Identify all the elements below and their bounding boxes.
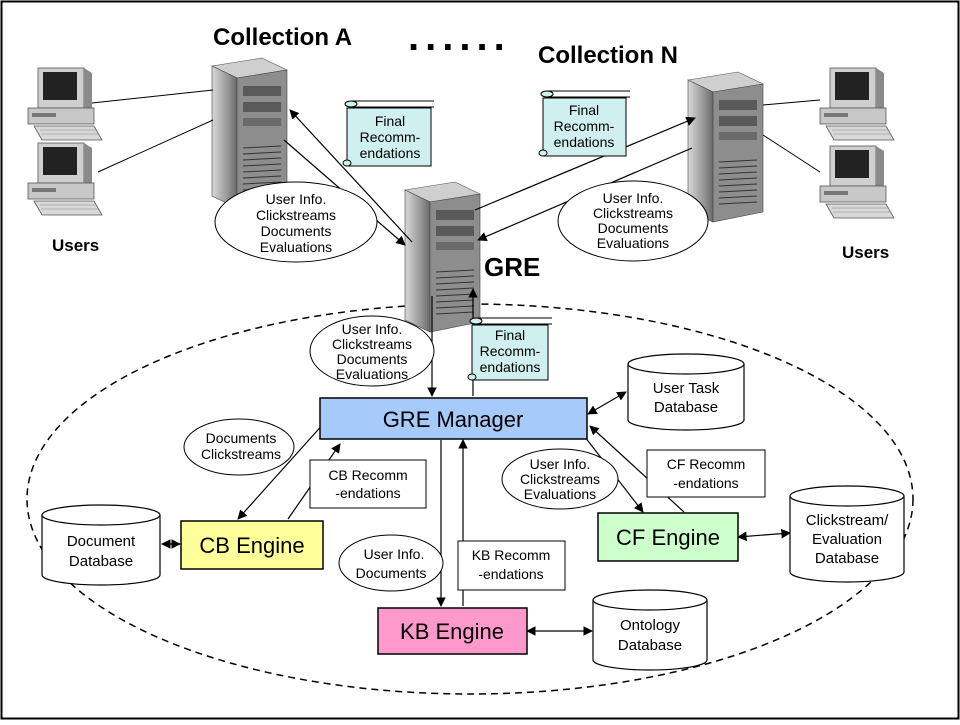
cf-engine: CF Engine	[597, 512, 739, 562]
gre-manager-label: GRE Manager	[383, 407, 524, 432]
scroll-line: Final	[375, 113, 405, 129]
oval-line: Evaluations	[260, 239, 332, 255]
oval-kb-input: User Info. Documents	[338, 534, 444, 592]
oval-right-top: User Info. Clickstreams Documents Evalua…	[557, 180, 709, 262]
oval-cf-input: User Info. Clickstreams Evaluations	[501, 448, 619, 510]
oval-line: Evaluations	[524, 486, 596, 502]
oval-line: Evaluations	[597, 235, 669, 251]
scroll-line: Recomm-	[554, 118, 615, 134]
oval-line: Documents	[261, 223, 332, 239]
gre-manager-box	[319, 397, 588, 440]
oval-line: Evaluations	[336, 366, 408, 382]
scroll-line: endations	[554, 134, 615, 150]
db-line: Database	[618, 637, 682, 654]
box-line: KB Recomm	[472, 547, 551, 563]
left-user-pc-icon	[27, 142, 103, 216]
user-task-database: User Task Database	[627, 353, 745, 431]
oval-line: Documents	[356, 565, 427, 581]
left-user-pc-icon	[27, 67, 103, 141]
left-users-label: Users	[52, 236, 99, 255]
oval-line: Clickstreams	[520, 471, 600, 487]
scroll-line: Recomm-	[480, 343, 541, 359]
collection-n-server-icon	[687, 71, 764, 223]
oval-line: Clickstreams	[201, 446, 281, 462]
oval-line: Documents	[337, 351, 408, 367]
collection-a-title: Collection A	[213, 24, 352, 51]
oval-center: User Info. Clickstreams Documents Evalua…	[309, 315, 435, 387]
cf-engine-label: CF Engine	[616, 525, 720, 550]
scroll-center: Final Recomm- endations	[467, 317, 552, 381]
collection-ellipsis: ......	[408, 15, 511, 59]
db-line: Database	[654, 399, 718, 416]
box-line: CF Recomm	[667, 456, 746, 472]
ontology-database: Ontology Database	[592, 589, 708, 671]
scroll-line: endations	[360, 145, 421, 161]
scroll-right: Final Recomm- endations	[538, 90, 630, 157]
scroll-line: Recomm-	[360, 129, 421, 145]
oval-line: User Info.	[530, 456, 591, 472]
db-line: Clickstream/	[806, 512, 889, 529]
cb-recommendations-box: CB Recomm -endations	[309, 459, 427, 509]
oval-left-top: User Info. Clickstreams Documents Evalua…	[214, 181, 378, 263]
kb-recommendations-box: KB Recomm -endations	[457, 540, 566, 591]
box-line: -endations	[673, 475, 738, 491]
cb-engine-box	[180, 520, 324, 570]
gre-label: GRE	[484, 252, 540, 282]
oval-line: Clickstreams	[593, 205, 673, 221]
kb-engine-label: KB Engine	[400, 619, 504, 644]
box-line: -endations	[478, 566, 543, 582]
cb-engine: CB Engine	[180, 520, 324, 570]
cf-engine-box	[597, 512, 739, 562]
kb-engine-box	[377, 607, 528, 655]
cf-recommendations-box: CF Recomm -endations	[646, 449, 766, 498]
oval-line: Clickstreams	[256, 207, 336, 223]
db-line: Database	[815, 550, 879, 567]
clickstream-evaluation-database: Clickstream/ Evaluation Database	[789, 485, 905, 583]
user-connections	[91, 89, 821, 173]
scroll-left: Final Recomm- endations	[342, 100, 434, 167]
gre-manager: GRE Manager	[319, 397, 588, 440]
oval-line: User Info.	[266, 191, 327, 207]
scroll-line: Final	[495, 327, 525, 343]
db-line: User Task	[653, 380, 720, 397]
oval-cb-input: Documents Clickstreams	[183, 418, 295, 476]
db-line: Evaluation	[812, 531, 882, 548]
oval-line: Documents	[598, 220, 669, 236]
kb-engine: KB Engine	[377, 607, 528, 655]
right-users-label: Users	[842, 243, 889, 262]
gre-server-icon	[404, 181, 481, 333]
db-line: Database	[69, 553, 133, 570]
box-line: CB Recomm	[328, 467, 407, 483]
box-line: -endations	[335, 485, 400, 501]
oval-line: User Info.	[342, 321, 403, 337]
scroll-line: endations	[480, 359, 541, 375]
oval-line: Documents	[206, 430, 277, 446]
collection-n-title: Collection N	[538, 42, 678, 69]
db-line: Document	[67, 533, 136, 550]
document-database: Document Database	[41, 504, 161, 586]
oval-line: Clickstreams	[332, 336, 412, 352]
oval-line: User Info.	[603, 190, 664, 206]
db-line: Ontology	[620, 617, 681, 634]
oval-line: User Info.	[364, 546, 425, 562]
scroll-line: Final	[569, 102, 599, 118]
right-user-pc-icon	[819, 145, 895, 219]
cb-engine-label: CB Engine	[199, 533, 304, 558]
right-user-pc-icon	[819, 67, 895, 141]
